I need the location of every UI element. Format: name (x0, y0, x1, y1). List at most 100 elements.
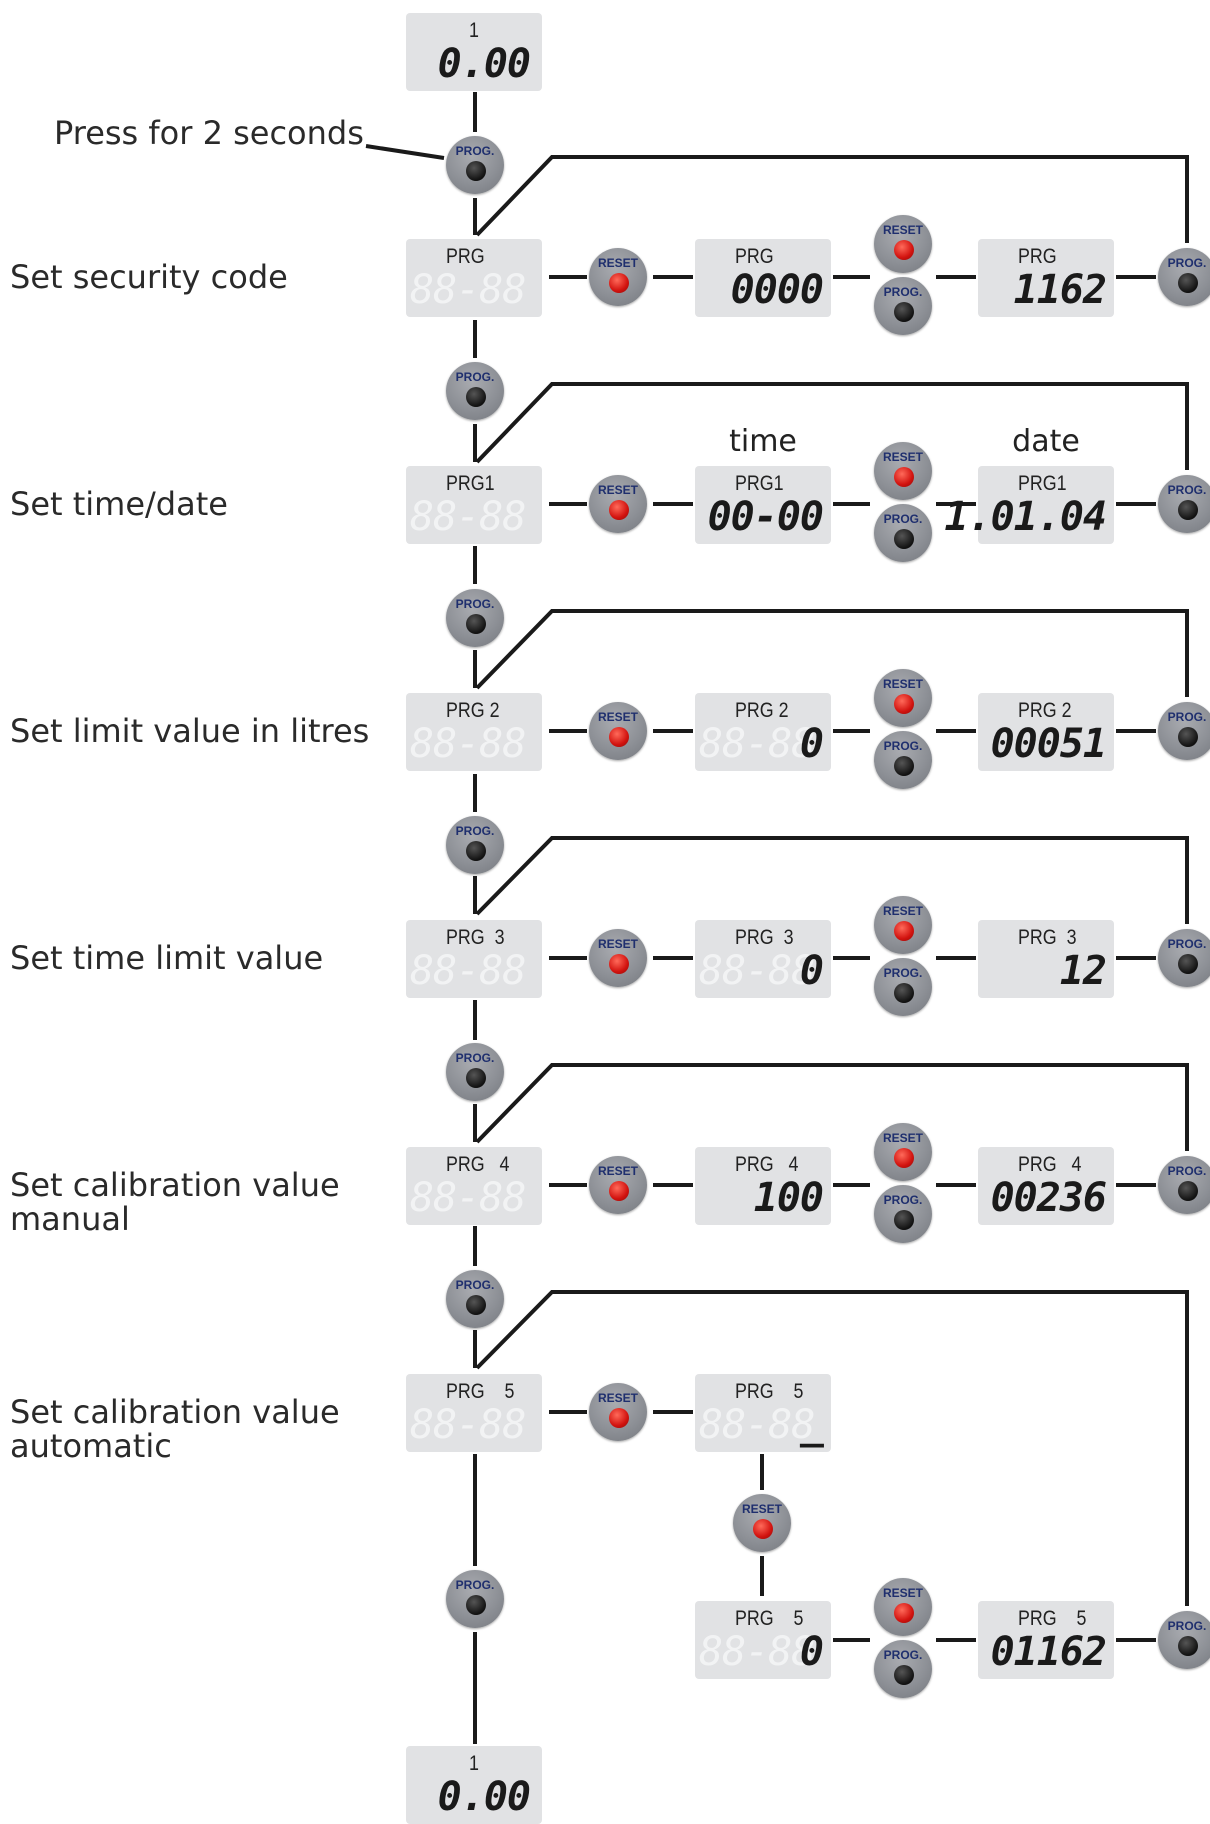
reset-button[interactable]: RESET (589, 702, 647, 760)
lcd-ghost-segments: 88-88 (410, 494, 526, 540)
prog-label: PROG. (883, 1648, 923, 1662)
prog-dot-icon (894, 1665, 914, 1685)
prog-button[interactable]: PROG. (874, 731, 932, 789)
prog-dot-icon (894, 529, 914, 549)
lcd-value: 0 (799, 948, 824, 994)
lcd-value: 0.00 (437, 1774, 531, 1820)
prog-dot-icon (466, 1595, 486, 1615)
prog-dot-icon (894, 756, 914, 776)
lcd-value: 00051 (990, 721, 1107, 767)
reset-label: RESET (882, 1131, 923, 1145)
reset-dot-icon (753, 1519, 773, 1539)
reset-dot-icon (609, 273, 629, 293)
prog-dot-icon (466, 387, 486, 407)
lcd-prg-label: PRG 5 (735, 1380, 804, 1403)
prog-dot-icon (1178, 954, 1198, 974)
reset-button[interactable]: RESET (874, 215, 932, 273)
lcd-ghost-segments: 88-88 (410, 1175, 526, 1221)
reset-button[interactable]: RESET (874, 442, 932, 500)
prog-label: PROG. (883, 512, 923, 526)
reset-button[interactable]: RESET (874, 896, 932, 954)
prog-button[interactable]: PROG. (1158, 475, 1210, 533)
label-calibration-manual: Set calibration value manual (10, 1166, 340, 1238)
prog-button[interactable]: PROG. (874, 277, 932, 335)
lcd-value: 00-00 (707, 494, 824, 540)
reset-button[interactable]: RESET (874, 1578, 932, 1636)
reset-button[interactable]: RESET (589, 475, 647, 533)
lcd-prg4-menu: PRG 4 88-88 (406, 1147, 542, 1225)
reset-dot-icon (894, 240, 914, 260)
reset-label: RESET (597, 937, 638, 951)
reset-label: RESET (882, 677, 923, 691)
reset-button[interactable]: RESET (589, 929, 647, 987)
caption-date: date (1012, 424, 1080, 459)
prog-button[interactable]: PROG. (446, 1570, 504, 1628)
prog-button[interactable]: PROG. (1158, 1156, 1210, 1214)
prog-label: PROG. (455, 1578, 495, 1592)
prog-button[interactable]: PROG. (1158, 702, 1210, 760)
prog-label: PROG. (455, 1278, 495, 1292)
press-instruction: Press for 2 seconds (54, 114, 364, 152)
reset-button[interactable]: RESET (589, 1156, 647, 1214)
prog-label: PROG. (455, 597, 495, 611)
lcd-prg-label: PRG 3 (446, 926, 505, 949)
lcd-ghost-segments: 88-88 (699, 721, 815, 767)
lcd-prg-label: PRG 2 (1018, 699, 1072, 722)
prog-button[interactable]: PROG. (874, 1185, 932, 1243)
reset-label: RESET (597, 1391, 638, 1405)
prog-dot-icon (894, 983, 914, 1003)
prog-label: PROG. (455, 824, 495, 838)
prog-dot-icon (466, 1295, 486, 1315)
prog-button[interactable]: PROG. (1158, 1611, 1210, 1669)
prog-button[interactable]: PROG. (446, 1043, 504, 1101)
prog-dot-icon (1178, 273, 1198, 293)
prog-dot-icon (1178, 1181, 1198, 1201)
reset-dot-icon (894, 921, 914, 941)
prog-button[interactable]: PROG. (446, 362, 504, 420)
prog-button[interactable]: PROG. (446, 136, 504, 194)
label-time-date: Set time/date (10, 485, 228, 523)
prog-label: PROG. (883, 739, 923, 753)
lcd-ghost-segments: 88-88 (699, 1402, 815, 1448)
prog-button[interactable]: PROG. (874, 958, 932, 1016)
reset-button[interactable]: RESET (874, 1123, 932, 1181)
prog-button[interactable]: PROG. (446, 1270, 504, 1328)
prog-button[interactable]: PROG. (874, 504, 932, 562)
lcd-channel: 1 (469, 19, 479, 42)
lcd-prg2-entry: PRG 2 88-88 0 (695, 693, 831, 771)
reset-button[interactable]: RESET (589, 248, 647, 306)
prog-label: PROG. (1167, 1164, 1207, 1178)
reset-button[interactable]: RESET (733, 1494, 791, 1552)
reset-button[interactable]: RESET (589, 1383, 647, 1441)
prog-button[interactable]: PROG. (1158, 929, 1210, 987)
reset-label: RESET (597, 256, 638, 270)
lcd-value: 01162 (990, 1629, 1107, 1675)
prog-button[interactable]: PROG. (874, 1640, 932, 1698)
lcd-prg-label: PRG1 (1018, 472, 1067, 495)
lcd-prg2-set: PRG 2 00051 (978, 693, 1114, 771)
lcd-prg0-menu: PRG 88-88 (406, 239, 542, 317)
reset-label: RESET (741, 1502, 782, 1516)
prog-label: PROG. (1167, 483, 1207, 497)
prog-dot-icon (1178, 727, 1198, 747)
lcd-prg-label: PRG 5 (1018, 1607, 1087, 1630)
reset-button[interactable]: RESET (874, 669, 932, 727)
prog-button[interactable]: PROG. (446, 589, 504, 647)
reset-dot-icon (894, 694, 914, 714)
prog-dot-icon (466, 1068, 486, 1088)
lcd-prg1-date: PRG1 1.01.04 (944, 466, 1114, 544)
lcd-prg0-entry: PRG 0000 (695, 239, 831, 317)
lcd-prg1-menu: PRG1 88-88 (406, 466, 542, 544)
reset-dot-icon (609, 954, 629, 974)
prog-label: PROG. (883, 285, 923, 299)
lcd-prg-label: PRG1 (735, 472, 784, 495)
label-time-limit: Set time limit value (10, 939, 324, 977)
prog-button[interactable]: PROG. (1158, 248, 1210, 306)
lcd-prg-label: PRG 4 (735, 1153, 799, 1176)
lcd-prg-label: PRG 5 (735, 1607, 804, 1630)
label-calibration-auto: Set calibration value automatic (10, 1393, 340, 1465)
caption-time: time (729, 424, 797, 459)
lcd-ghost-segments: 88-88 (699, 948, 815, 994)
prog-button[interactable]: PROG. (446, 816, 504, 874)
